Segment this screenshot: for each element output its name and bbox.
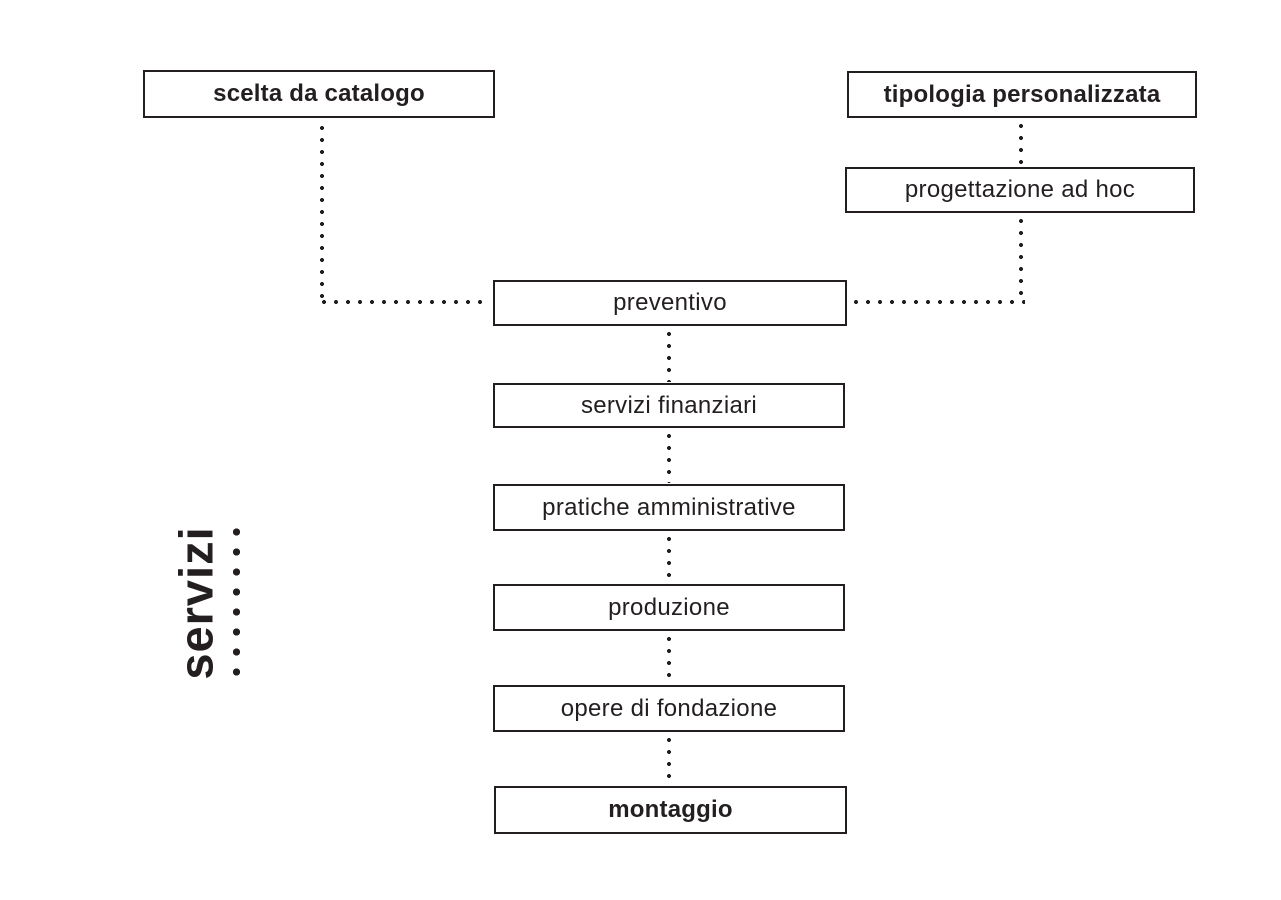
- connector-pratiche-produzione: [663, 533, 675, 583]
- node-scelta-da-catalogo: scelta da catalogo: [143, 70, 495, 118]
- node-preventivo: preventivo: [493, 280, 847, 326]
- servizi-decorative-dots: [226, 522, 247, 682]
- node-pratiche-amministrative: pratiche amministrative: [493, 484, 845, 531]
- connector-preventivo-servizi-finanziari: [663, 328, 675, 382]
- connector-opere-montaggio: [663, 734, 675, 785]
- side-label-servizi: servizi: [169, 526, 223, 680]
- connector-tipologia-vertical: [1015, 120, 1027, 166]
- node-produzione: produzione: [493, 584, 845, 631]
- connector-progettazione-vertical: [1015, 215, 1027, 301]
- connector-progettazione-horizontal: [850, 296, 1025, 308]
- node-montaggio: montaggio: [494, 786, 847, 834]
- connector-produzione-opere: [663, 633, 675, 684]
- node-progettazione-ad-hoc: progettazione ad hoc: [845, 167, 1195, 213]
- connector-scelta-vertical: [316, 122, 328, 302]
- node-opere-di-fondazione: opere di fondazione: [493, 685, 845, 732]
- node-servizi-finanziari: servizi finanziari: [493, 383, 845, 428]
- connector-scelta-horizontal: [318, 296, 490, 308]
- node-tipologia-personalizzata: tipologia personalizzata: [847, 71, 1197, 118]
- connector-servizi-finanziari-pratiche: [663, 430, 675, 483]
